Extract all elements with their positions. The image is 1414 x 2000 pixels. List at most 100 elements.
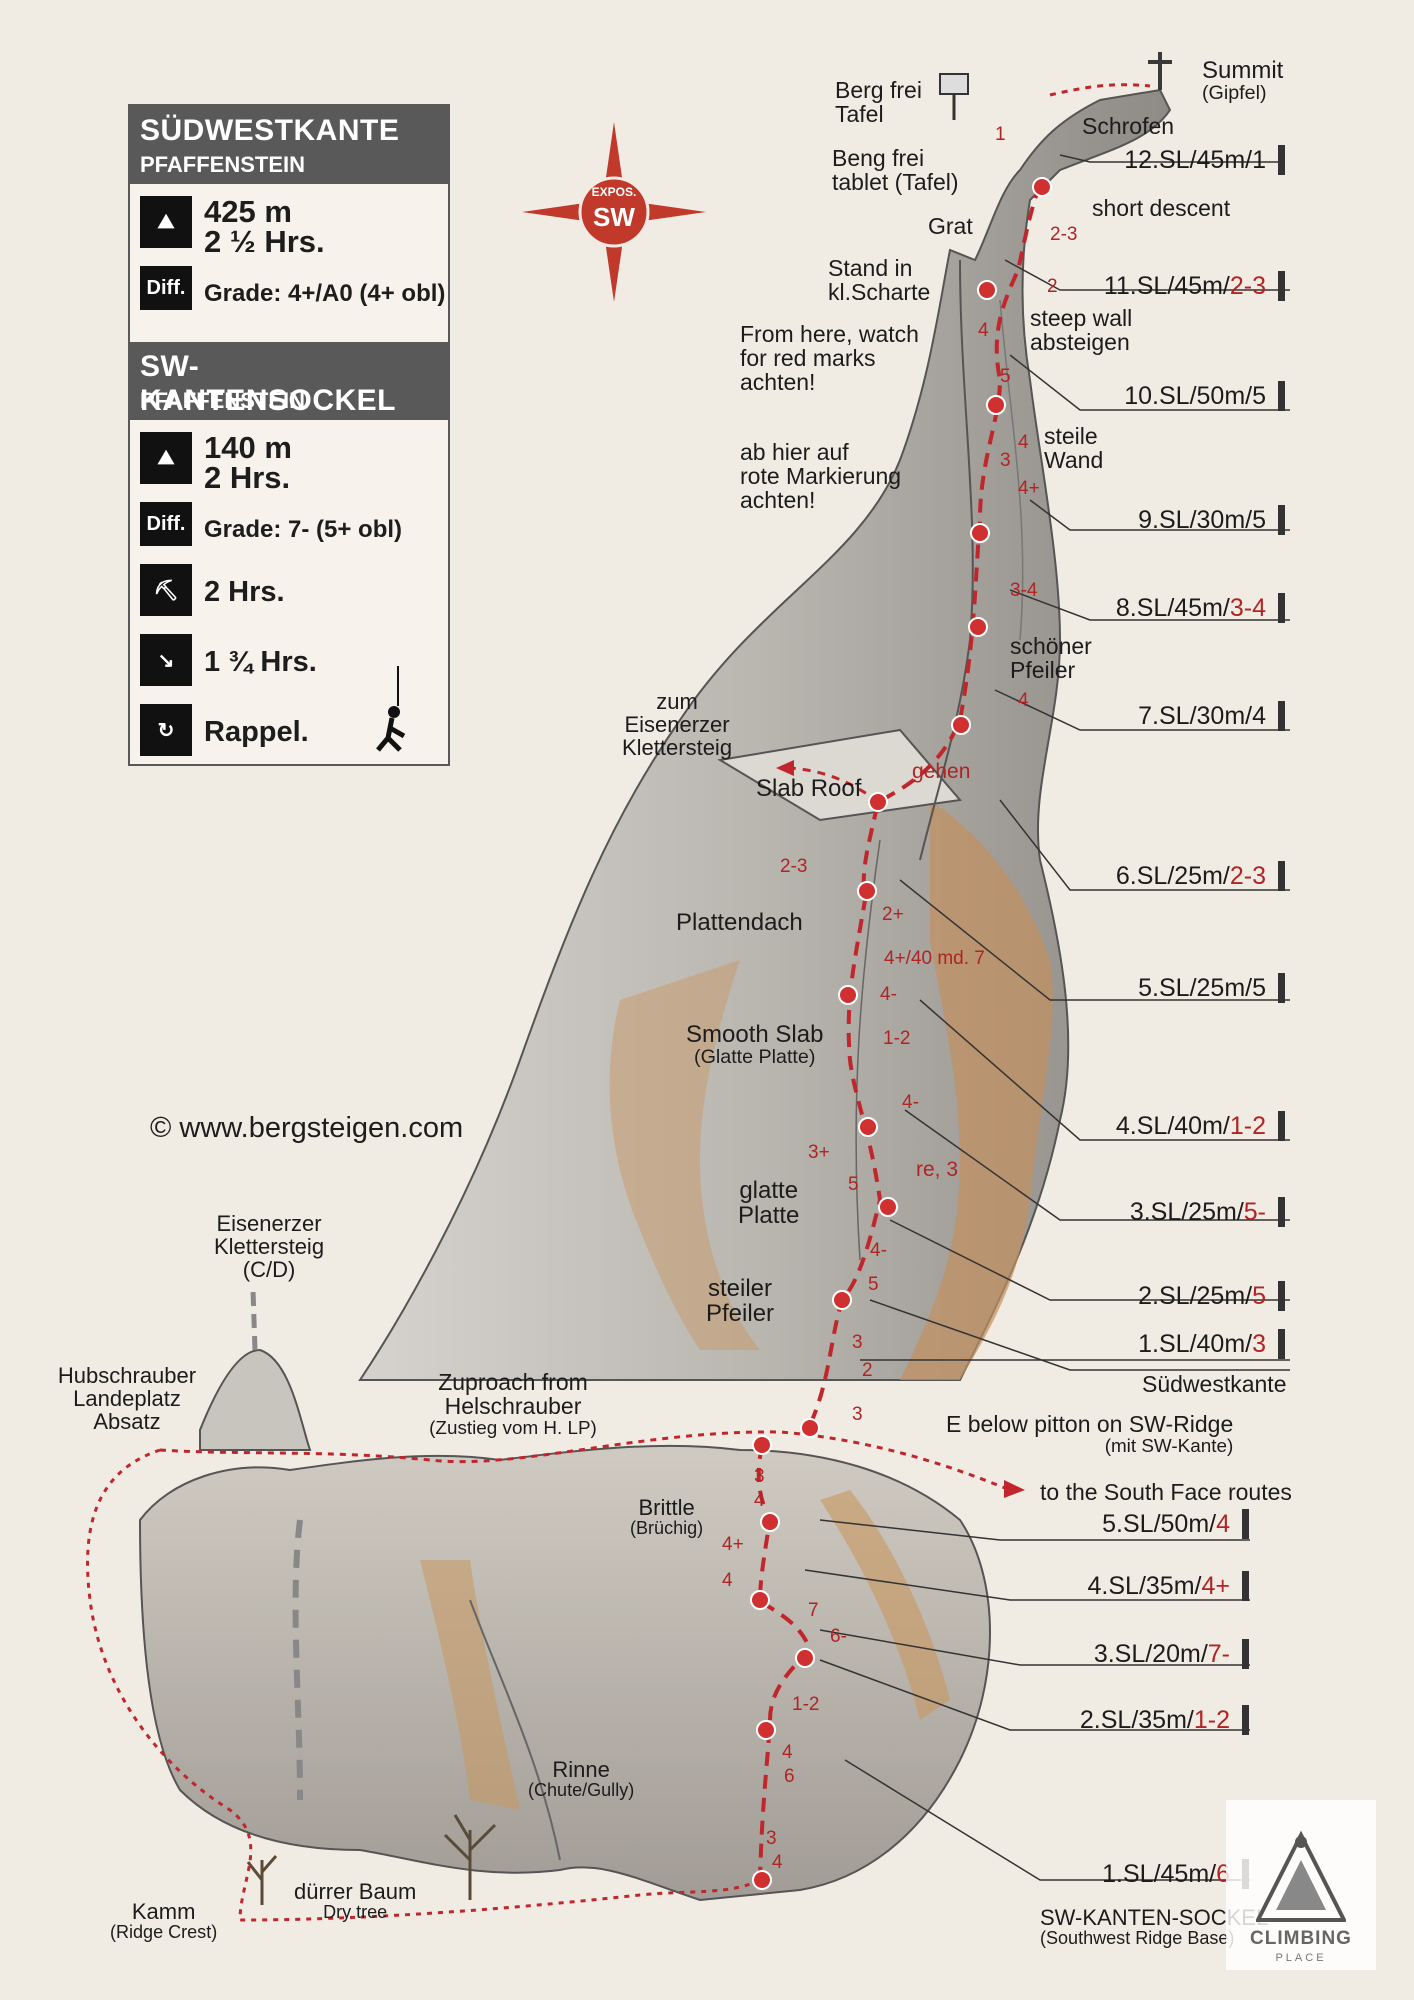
pitch-label-upper-7: 6.SL/25m/2-3 <box>1115 862 1266 890</box>
tower-ochre-left <box>609 960 760 1350</box>
label-smooth-slab: Smooth Slab(Glatte Platte) <box>686 1021 824 1069</box>
route-grade-32: 6 <box>784 1766 795 1787</box>
pitch-bar-lower-4 <box>1242 1705 1249 1735</box>
pitch-label-upper-10: 3.SL/25m/5- <box>1129 1198 1266 1226</box>
route-grade-9: 3-4 <box>1010 580 1038 601</box>
route-grade-33: 3 <box>766 1828 777 1849</box>
route1-length: 425 m <box>204 194 292 229</box>
sign-board-icon <box>939 73 969 120</box>
route-grade-21: 3 <box>852 1332 863 1353</box>
label-e-below: E below pitton on SW-Ridge(mit SW-Kante) <box>946 1411 1234 1457</box>
dry-tree-icon <box>246 1814 497 1905</box>
pitch-bar-lower-2 <box>1242 1571 1249 1601</box>
rappel-climber-icon <box>376 666 406 752</box>
pitch-bar-upper-1 <box>1278 145 1285 175</box>
route-grade-11: 2-3 <box>780 856 808 877</box>
route-grade-13: 4+/40 md. 7 <box>884 948 985 969</box>
main-route-line <box>808 184 1042 1426</box>
label-sockel: SW-KANTEN-SOCKEL (Southwest Ridge Base) <box>1040 1905 1269 1949</box>
pitch-bar-upper-6 <box>1278 701 1285 731</box>
compass-direction: SW <box>593 202 635 232</box>
label-sudwestkante: Südwestkante <box>1142 1371 1287 1397</box>
climbing-place-logo: CLIMBING PLACE <box>1226 1800 1376 1970</box>
pitch-bar-upper-8 <box>1278 973 1285 1003</box>
route-grade-7: 3 <box>1000 450 1011 471</box>
slab-roof <box>717 728 962 822</box>
label-gehen: gehen <box>912 760 971 783</box>
route2-header: SW-KANTENSOCKEL PFAFFENSTEIN <box>130 342 448 420</box>
route2-title: SW-KANTENSOCKEL <box>140 350 397 417</box>
difficulty-icon: Diff. <box>140 266 192 310</box>
pitch-label-upper-1: 12.SL/45m/1 <box>1124 146 1266 174</box>
route-grade-27: 4 <box>722 1570 733 1591</box>
route-grade-1: 1 <box>995 124 1006 145</box>
lower-rock <box>138 1444 991 1902</box>
pitch-bar-lower-1 <box>1242 1509 1249 1539</box>
route-grade-28: 7 <box>808 1600 819 1621</box>
label-re3: re, 3 <box>916 1158 959 1181</box>
tower-shadow <box>900 800 1053 1380</box>
compass-icon <box>522 122 706 302</box>
left-dashed-path <box>292 1519 303 1801</box>
route2-time: 2 Hrs. <box>204 460 291 495</box>
route2-subtitle: PFAFFENSTEIN <box>140 388 306 413</box>
pitch-label-upper-12: 1.SL/40m/3 <box>1138 1330 1266 1358</box>
approach-icon: ⛏ <box>140 564 192 616</box>
compass-label: EXPOS. <box>591 185 637 199</box>
route-grade-3: 2 <box>1047 276 1058 297</box>
logo-name: CLIMBING <box>1250 1928 1352 1949</box>
route-info-card: SÜDWESTKANTE PFAFFENSTEIN ⛰ 425 m 2 ½ Hr… <box>128 104 450 766</box>
summit-cross-icon <box>1148 52 1172 90</box>
route-grade-8: 4+ <box>1018 478 1040 499</box>
pitch-bar-upper-3 <box>1278 381 1285 411</box>
route2-length: 140 m <box>204 430 292 465</box>
lower-ochre-1 <box>420 1560 520 1810</box>
pitch-bar-upper-9 <box>1278 1111 1285 1141</box>
approach-trail <box>159 1430 1006 1490</box>
pitch-bar-upper-12 <box>1278 1329 1285 1359</box>
route2-approach: 2 Hrs. <box>204 576 285 608</box>
descent-icon: ↘ <box>140 634 192 686</box>
route2-descent: 1 ¾ Hrs. <box>204 646 317 678</box>
pitch-bar-upper-11 <box>1278 1281 1285 1311</box>
perimeter-trail <box>86 1448 761 1922</box>
route2-grade: Grade: 7- (5+ obl) <box>204 516 403 543</box>
helipad-knob <box>199 1348 312 1451</box>
route-grade-2: 2-3 <box>1050 224 1078 245</box>
route1-subtitle: PFAFFENSTEIN <box>140 152 306 177</box>
route1-time: 2 ½ Hrs. <box>204 224 325 259</box>
copyright-text: © www.bergsteigen.com <box>150 1112 464 1144</box>
pitch-bar-upper-2 <box>1278 271 1285 301</box>
belay-stations <box>750 177 1052 1890</box>
climber-icon-2: ⛰ <box>140 432 192 484</box>
label-summit: Summit(Gipfel) <box>1202 57 1284 105</box>
lower-ochre-2 <box>820 1490 950 1720</box>
route-grade-31: 4 <box>782 1742 793 1763</box>
leader-lines <box>804 154 1290 1881</box>
route1-title: SÜDWESTKANTE <box>140 114 400 147</box>
route2-rappel: Rappel. <box>204 716 309 748</box>
label-grat: Grat <box>928 213 973 239</box>
label-rinne: Rinne(Chute/Gully) <box>528 1757 635 1801</box>
pitch-label-upper-2: 11.SL/45m/2-3 <box>1103 272 1266 300</box>
climber-icon: ⛰ <box>140 196 192 248</box>
route-grade-25: 4 <box>754 1490 765 1511</box>
route-grade-10: 4 <box>1018 690 1029 711</box>
pitch-label-upper-4: 9.SL/30m/5 <box>1138 506 1266 534</box>
rappel-icon: ↻ <box>140 704 192 756</box>
route-grade-17: 3+ <box>808 1142 830 1163</box>
pitch-label-lower-5: 1.SL/45m/6 <box>1102 1860 1230 1888</box>
route-grade-16: 4- <box>902 1092 919 1113</box>
route-grade-34: 4 <box>772 1852 783 1873</box>
